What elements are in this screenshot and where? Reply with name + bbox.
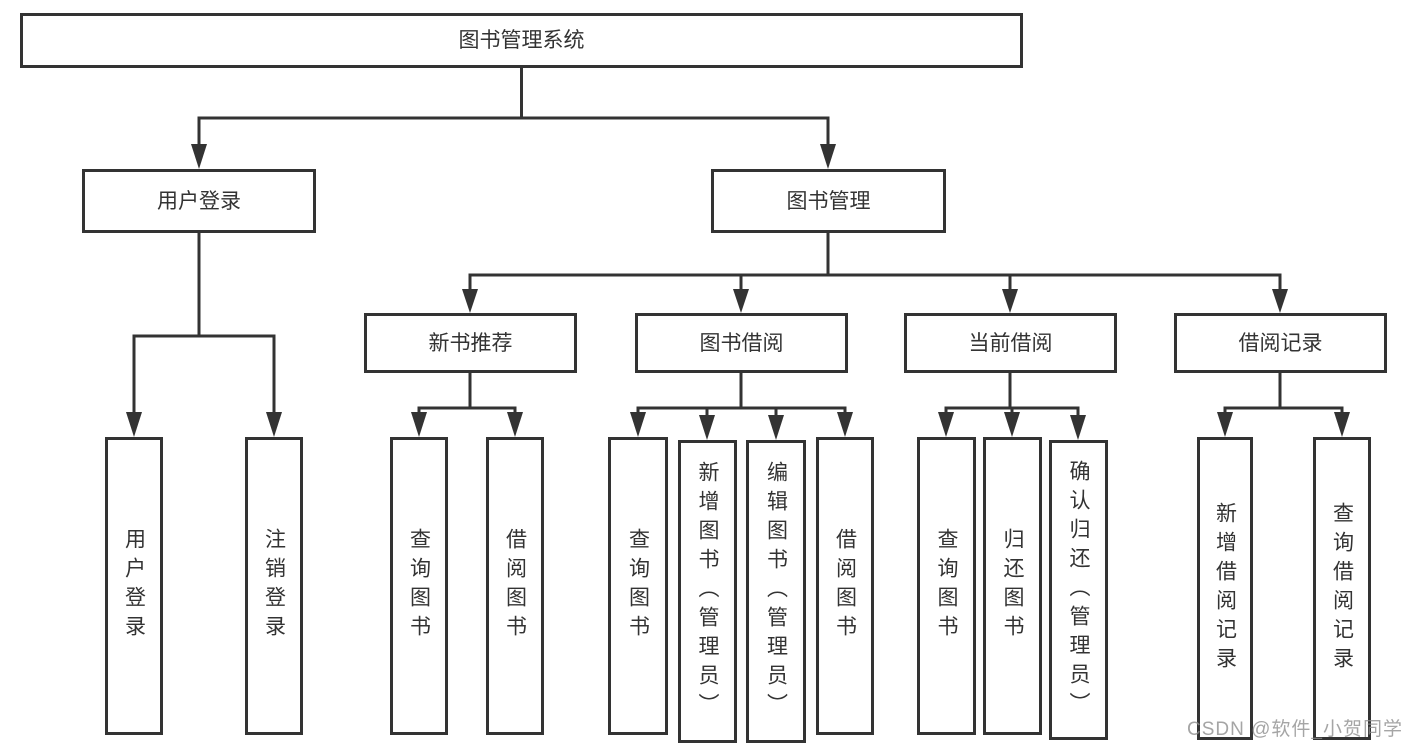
node-current-borrowing: 当前借阅 xyxy=(904,313,1117,373)
node-confirm-return-admin: 确认归还（管理员） xyxy=(1049,440,1108,740)
node-return-books: 归还图书 xyxy=(983,437,1042,735)
node-query-borrow-record: 查询借阅记录 xyxy=(1313,437,1371,740)
node-book-management: 图书管理 xyxy=(711,169,946,233)
watermark-text: CSDN @软件_小贺同学 xyxy=(1187,719,1403,740)
node-current-query-books: 查询图书 xyxy=(917,437,976,735)
node-borrowing-records: 借阅记录 xyxy=(1174,313,1387,373)
node-borrowing-borrow-books: 借阅图书 xyxy=(816,437,874,735)
node-book-borrowing: 图书借阅 xyxy=(635,313,848,373)
node-recommend-query-books: 查询图书 xyxy=(390,437,448,735)
node-add-books-admin: 新增图书（管理员） xyxy=(678,440,737,743)
node-new-book-recommend: 新书推荐 xyxy=(364,313,577,373)
node-edit-books-admin: 编辑图书（管理员） xyxy=(746,440,806,743)
node-recommend-borrow-books: 借阅图书 xyxy=(486,437,544,735)
node-library-system: 图书管理系统 xyxy=(20,13,1023,68)
node-add-borrow-record: 新增借阅记录 xyxy=(1197,437,1253,740)
node-logout: 注销登录 xyxy=(245,437,303,735)
node-user-login: 用户登录 xyxy=(82,169,316,233)
node-user-login-leaf: 用户登录 xyxy=(105,437,163,735)
node-borrowing-query-books: 查询图书 xyxy=(608,437,668,735)
